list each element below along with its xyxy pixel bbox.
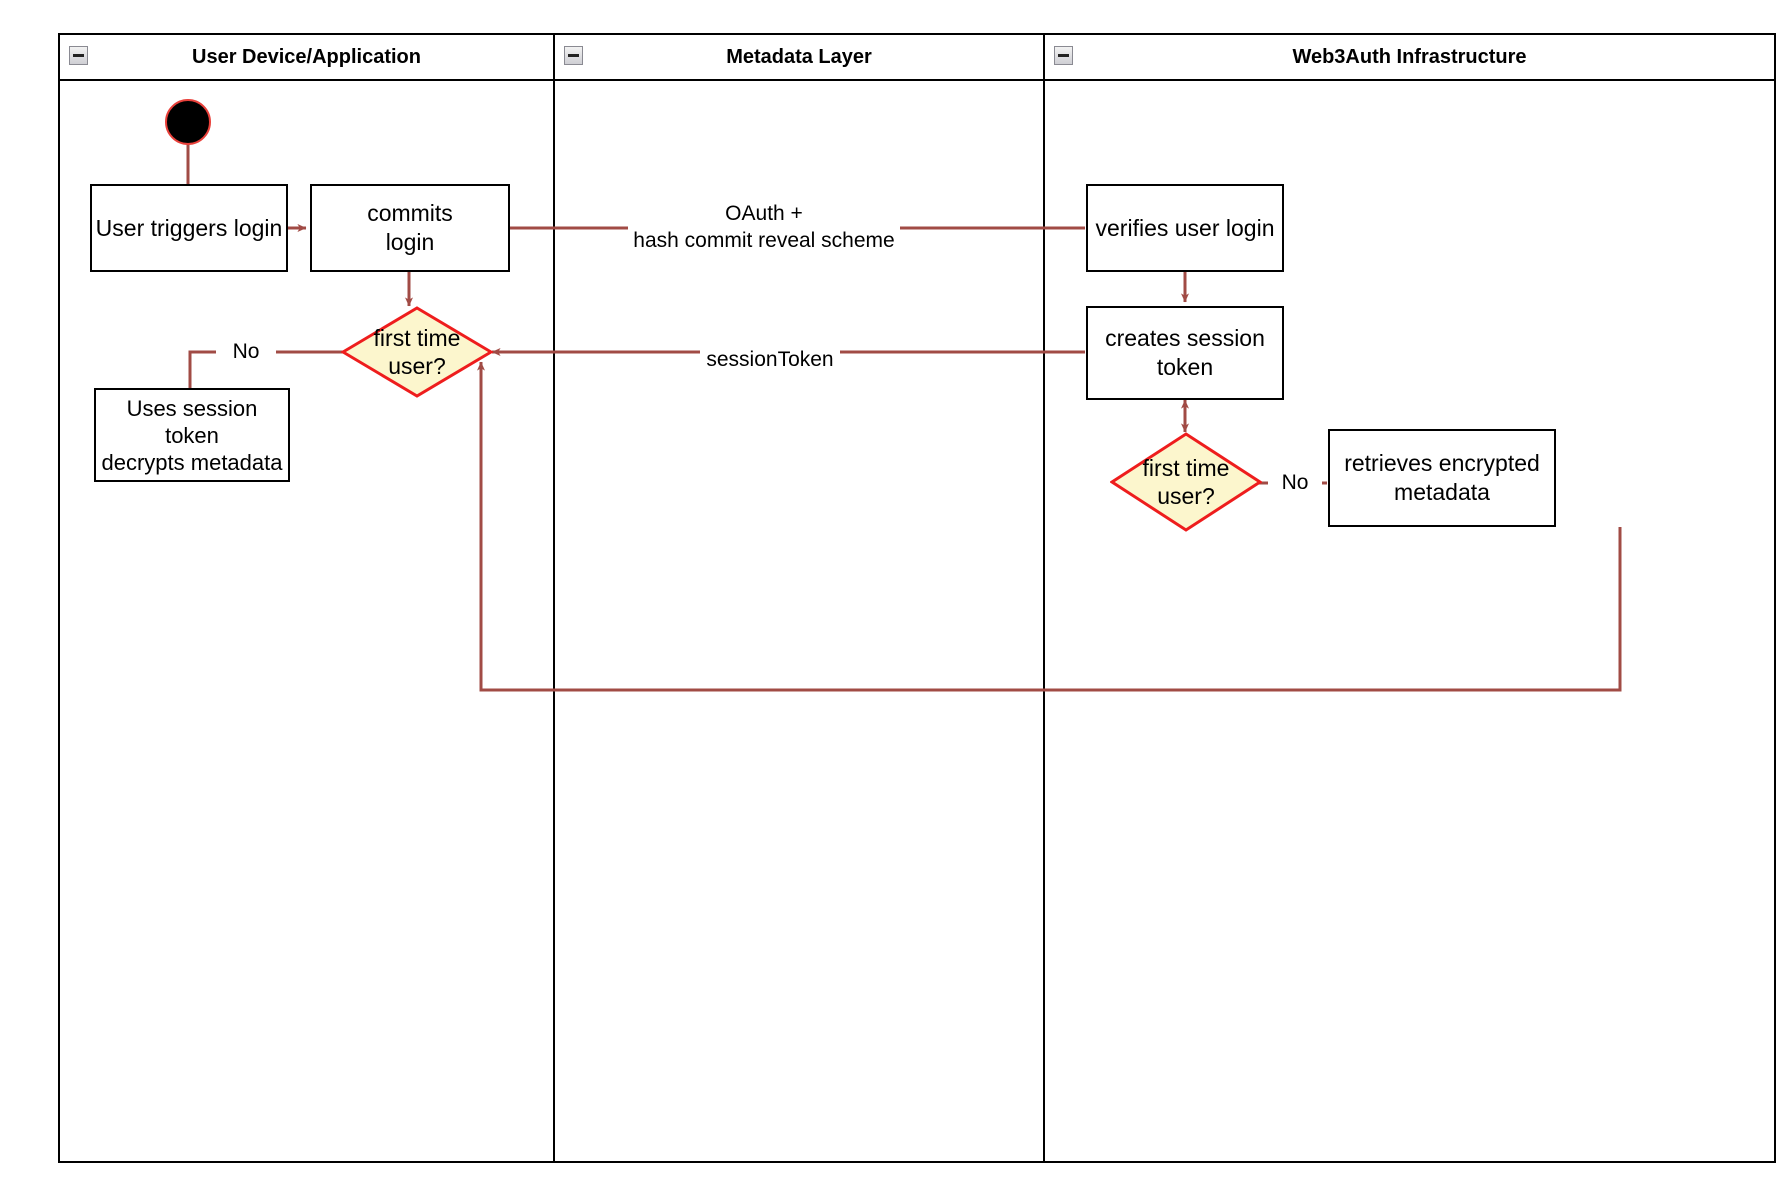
node-decision-first-time-user-right[interactable]: first time user? bbox=[1110, 432, 1262, 532]
lane-title-web3auth: Web3Auth Infrastructure bbox=[1292, 45, 1527, 68]
node-decision-first-time-user-left[interactable]: first time user? bbox=[341, 306, 493, 398]
node-label: commits login bbox=[367, 200, 453, 255]
lane-title-user-device: User Device/Application bbox=[192, 45, 421, 68]
lane-header-user-device[interactable]: User Device/Application bbox=[60, 35, 553, 81]
edge-label-session-token: sessionToken bbox=[700, 346, 840, 373]
lane-header-web3auth[interactable]: Web3Auth Infrastructure bbox=[1043, 35, 1774, 81]
node-label: verifies user login bbox=[1095, 214, 1275, 241]
node-label: Uses session token decrypts metadata bbox=[101, 395, 283, 475]
lane-title-metadata-layer: Metadata Layer bbox=[726, 45, 872, 68]
node-commits-login[interactable]: commits login bbox=[310, 184, 510, 272]
minus-icon[interactable] bbox=[1054, 46, 1073, 65]
lane-divider-1 bbox=[553, 35, 555, 1161]
minus-icon[interactable] bbox=[69, 46, 88, 65]
lane-divider-2 bbox=[1043, 35, 1045, 1161]
edge-label-no-right: No bbox=[1268, 469, 1322, 496]
edge-label-no-left: No bbox=[216, 338, 276, 365]
node-retrieves-encrypted-metadata[interactable]: retrieves encrypted metadata bbox=[1328, 429, 1556, 527]
node-user-triggers-login[interactable]: User triggers login bbox=[90, 184, 288, 272]
node-label: User triggers login bbox=[95, 214, 283, 241]
node-label: creates session token bbox=[1105, 325, 1265, 380]
node-verifies-user-login[interactable]: verifies user login bbox=[1086, 184, 1284, 272]
edge-label-oauth: OAuth + hash commit reveal scheme bbox=[628, 200, 900, 254]
node-creates-session-token[interactable]: creates session token bbox=[1086, 306, 1284, 400]
lane-header-metadata-layer[interactable]: Metadata Layer bbox=[553, 35, 1043, 81]
node-label: retrieves encrypted metadata bbox=[1344, 450, 1540, 505]
minus-icon[interactable] bbox=[564, 46, 583, 65]
start-node[interactable] bbox=[165, 99, 211, 145]
node-uses-session-token[interactable]: Uses session token decrypts metadata bbox=[94, 388, 290, 482]
